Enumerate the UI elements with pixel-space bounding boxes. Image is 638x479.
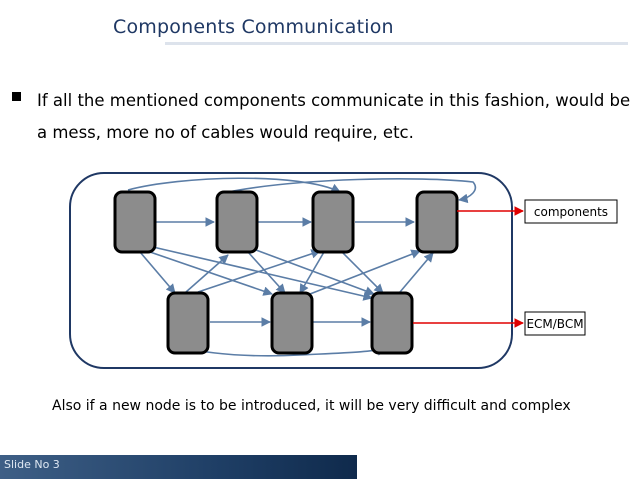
arrow-c1-c3-top [127,177,341,193]
components-label-box [524,199,618,224]
components-label: components [534,205,608,219]
arrow-c2-c4-top [227,178,477,204]
slide-title: Components Communication [113,16,394,38]
component-node-2 [215,190,259,254]
arrow-e2-c4 [309,249,421,295]
component-nodes [113,190,459,355]
title-underline [165,42,628,45]
slide-number: Slide No 3 [4,458,60,471]
bullet-text: If all the mentioned components communic… [37,91,631,142]
component-node-1 [113,190,157,254]
arrow-c3-e3 [341,251,384,294]
ecm-node [370,291,414,355]
arrow-e1-c3 [197,249,321,293]
arrow-e3-c4 [399,252,434,293]
square-bullet-icon [12,92,21,101]
bullet-item: If all the mentioned components communic… [12,85,632,149]
arrow-e1-c2 [185,254,229,293]
component-node-6 [270,291,314,355]
ecm-label: ECM/BCM [526,317,583,331]
arrow-c1-e3 [152,246,373,301]
arrow-c3-e2 [299,251,325,294]
diagram-container [69,172,513,369]
arrow-c1-e1 [139,251,176,294]
component-node-5 [166,291,210,355]
component-node-4 [415,190,459,254]
connection-arrows [127,177,477,357]
arrow-c2-e3 [255,249,375,296]
arrow-c2-e2 [247,251,286,294]
arrow-c1-e2 [149,251,273,296]
component-node-3 [311,190,355,254]
ecm-label-box [524,311,586,336]
footer-bar: Slide No 3 [0,455,357,479]
footnote-text: Also if a new node is to be introduced, … [52,398,571,414]
